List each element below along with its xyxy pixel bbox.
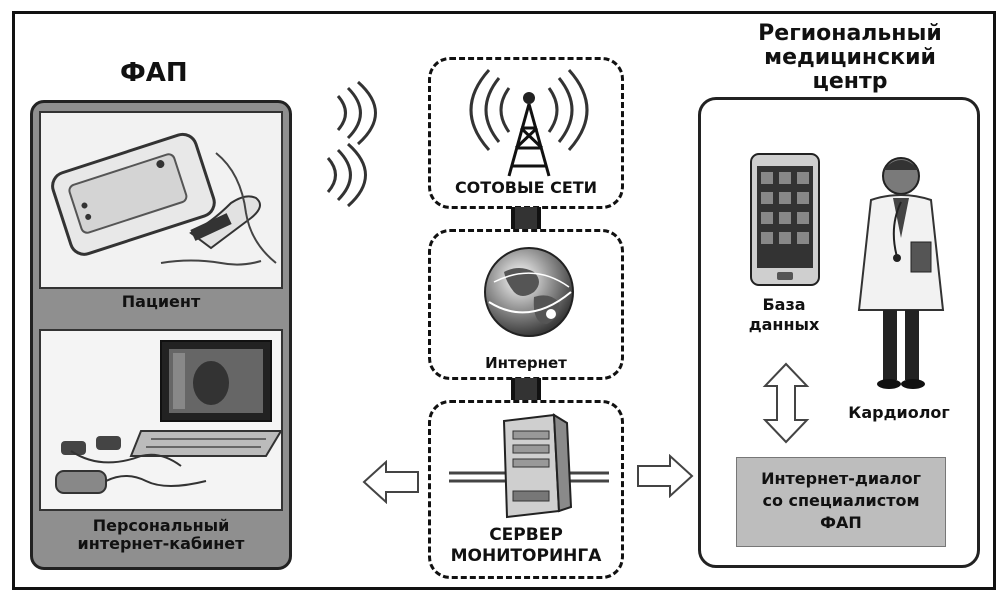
- server-label: СЕРВЕР МОНИТОРИНГА: [450, 525, 602, 566]
- database-label: База данных: [748, 295, 820, 334]
- cellular-networks-node: СОТОВЫЕ СЕТИ: [428, 57, 624, 209]
- globe-icon: [484, 247, 574, 337]
- ecg-device-icon: [41, 113, 281, 287]
- internet-node: Интернет: [428, 229, 624, 380]
- fap-heading: ФАП: [120, 58, 188, 88]
- internet-label: Интернет: [485, 354, 567, 372]
- cardiologist-label: Кардиолог: [848, 403, 950, 422]
- regional-center-heading: Региональный медицинский центр: [758, 21, 942, 94]
- cabinet-photo: [39, 329, 283, 511]
- cabinet-caption: Персональный интернет-кабинет: [77, 516, 245, 553]
- patient-photo: [39, 111, 283, 289]
- doctor-icon: [857, 157, 945, 389]
- server-icon: [449, 413, 609, 519]
- radio-waves-icon: [326, 80, 377, 208]
- regional-center-panel: База данных Кардиолог Интернет-диалог со…: [698, 97, 980, 568]
- cell-tower-icon: [469, 68, 589, 177]
- monitoring-server-node: СЕРВЕР МОНИТОРИНГА: [428, 400, 624, 579]
- laptop-icon: [41, 331, 281, 509]
- patient-caption: Пациент: [121, 292, 201, 311]
- left-arrow-icon: [362, 460, 419, 504]
- connector-cellular-internet: [511, 207, 541, 231]
- double-arrow-icon: [762, 362, 810, 444]
- tablet-icon: [750, 153, 820, 286]
- fap-panel: Пациент Персональный интернет-кабинет: [30, 100, 292, 570]
- right-arrow-icon: [637, 454, 694, 498]
- cellular-label: СОТОВЫЕ СЕТИ: [454, 178, 598, 197]
- connector-internet-server: [511, 378, 541, 402]
- internet-dialog-box: Интернет-диалог со специалистом ФАП: [736, 457, 946, 547]
